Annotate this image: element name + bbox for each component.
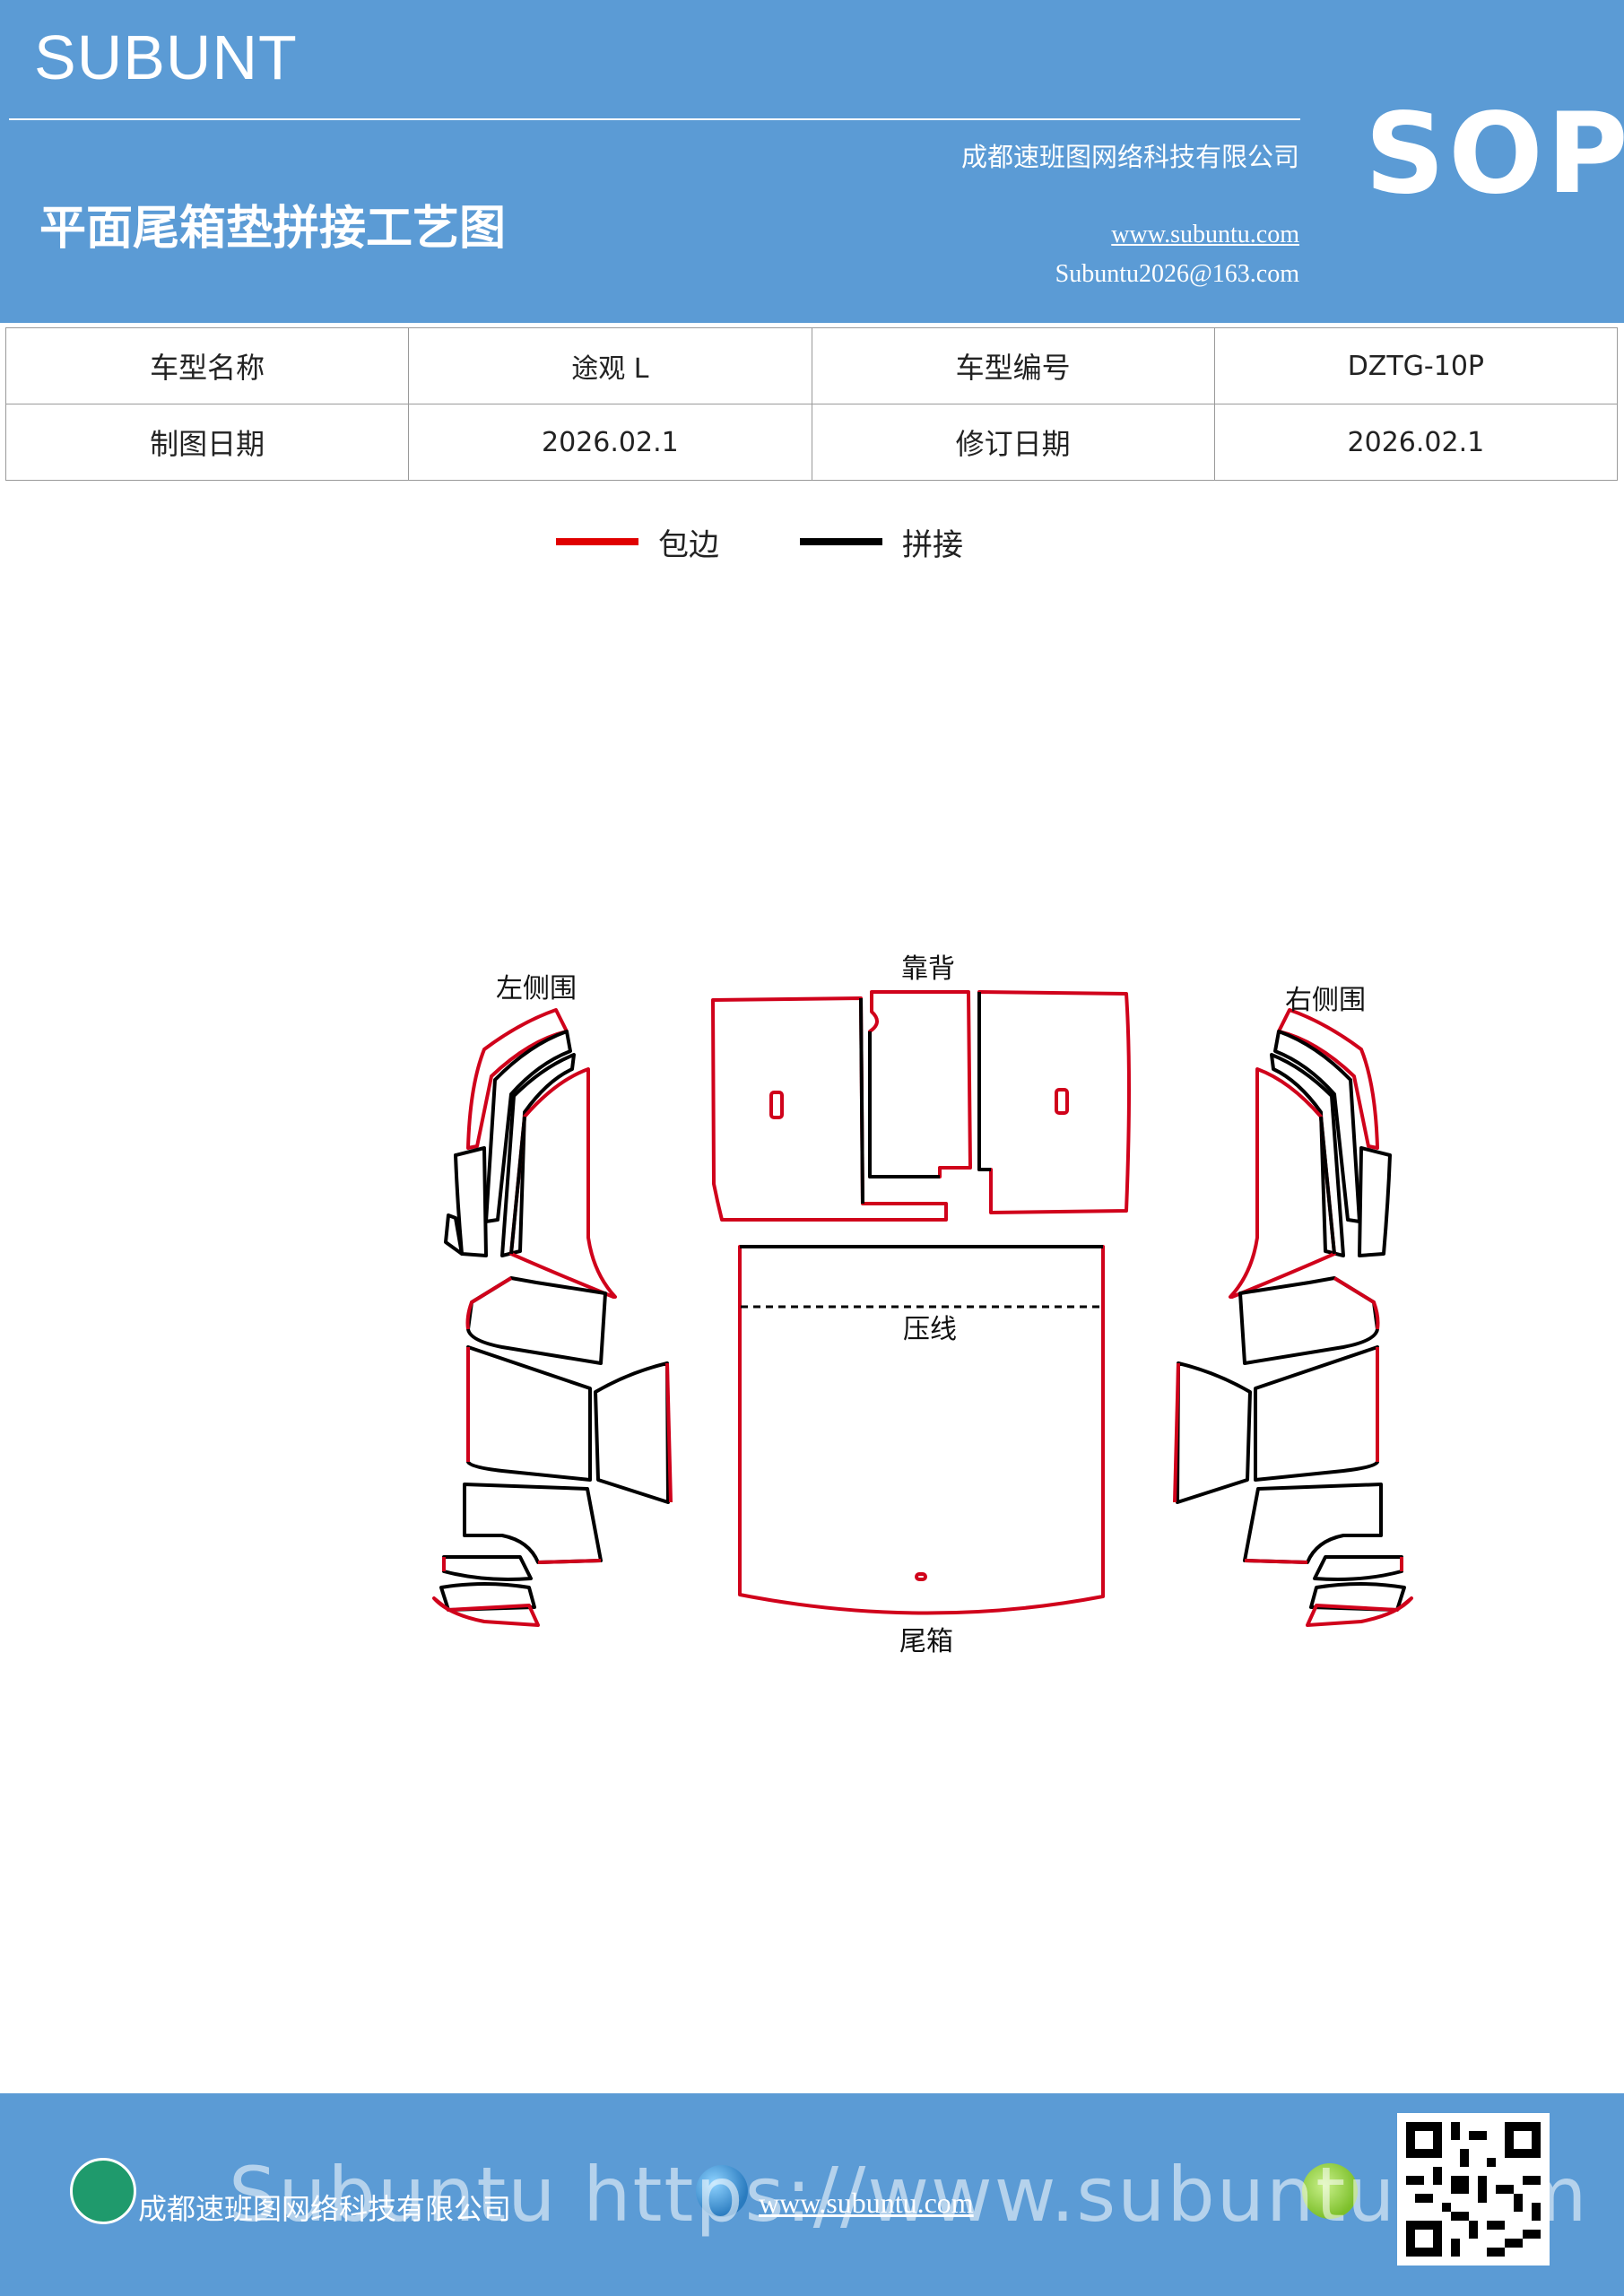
backrest-label: 靠背 [901,953,955,985]
legend: 包边 拼接 [0,527,1624,572]
left-side-piece [454,1146,488,1257]
backrest-left-seam [859,997,864,1205]
legend-swatch-seam [800,538,882,545]
left-side-piece [442,1555,533,1581]
model-name-label: 车型名称 [4,327,410,404]
trunk-center-mark [915,1572,927,1581]
right-side-piece [1270,1053,1345,1257]
left-side-piece [509,1067,617,1299]
left-side-label: 左侧围 [496,973,577,1004]
footer-website-link[interactable]: www.subuntu.com [759,2187,974,2219]
backrest-middle-panel [868,990,972,1178]
legend-label-edge: 包边 [658,527,719,563]
left-side-piece [509,1116,526,1255]
revision-date-label: 修订日期 [811,404,1215,481]
trunk-label: 尾箱 [899,1626,953,1657]
header-banner: SUBUNT 平面尾箱垫拼接工艺图 成都速班图网络科技有限公司 www.subu… [0,0,1624,323]
drawing-date-value: 2026.02.1 [408,404,812,481]
right-side-piece [1176,1361,1252,1504]
right-side-piece [1319,1116,1336,1255]
right-side-piece [1309,1582,1406,1612]
footer-company-name: 成都速班图网络科技有限公司 [138,2192,512,2226]
right-side-piece [1238,1276,1379,1365]
model-name-value: 途观 L [408,327,812,404]
trunk-floor [738,1245,1105,1615]
right-side-piece [1243,1483,1383,1564]
right-side-label: 右侧围 [1285,985,1366,1016]
model-code-value: DZTG-10P [1213,327,1619,404]
legend-swatch-edge [556,538,638,545]
backrest-right-seam [977,992,991,1171]
left-side-piece [432,1596,540,1627]
right-side-piece [1229,1067,1336,1299]
right-side-piece [1277,1008,1379,1150]
qr-code-icon [1397,2113,1550,2266]
backrest-left-slot [769,1091,784,1119]
legend-label-seam: 拼接 [902,527,963,563]
header-divider [9,118,1300,120]
right-side-piece [1254,1345,1379,1482]
left-side-piece [463,1483,603,1564]
globe-icon [696,2165,748,2217]
right-side-piece [1244,1559,1308,1564]
left-side-piece [537,1559,602,1564]
right-side-piece [1313,1555,1403,1581]
left-side-piece [665,1362,673,1503]
right-side-piece [1333,1276,1380,1330]
revision-date-value: 2026.02.1 [1213,404,1619,481]
left-side-piece [466,1345,592,1482]
sop-badge: SOP [1365,90,1624,219]
left-side-piece [466,1008,569,1150]
left-side-piece [439,1582,536,1612]
press-line-label: 压线 [903,1314,957,1345]
building-icon [70,2158,136,2224]
left-side-piece [466,1276,607,1365]
backrest-left-panel [711,996,948,1222]
wechat-icon [1302,2163,1358,2219]
drawing-date-label: 制图日期 [4,404,410,481]
right-side-piece [1358,1146,1392,1257]
backrest-right-slot [1055,1088,1069,1115]
website-link[interactable]: www.subuntu.com [1111,221,1299,248]
watermark-text: Subuntu https://www.subuntu.com [229,2151,1589,2239]
footer-banner: 成都速班图网络科技有限公司 www.subuntu.com Subuntu ht… [0,2093,1624,2296]
brand-logo-text: SUBUNT [34,22,298,92]
backrest-right-panel [977,990,1131,1214]
email-address: Subuntu2026@163.com [1055,260,1299,288]
table-row: 车型名称 途观 L 车型编号 DZTG-10P [4,327,1619,404]
backrest-middle-seam [868,1031,940,1178]
right-side-piece [1173,1362,1180,1503]
left-side-piece [500,1053,576,1257]
left-side-piece [444,1213,464,1256]
right-side-piece [1273,1030,1361,1223]
left-side-piece [484,1030,572,1223]
vehicle-info-table: 车型名称 途观 L 车型编号 DZTG-10P 制图日期 2026.02.1 修… [4,327,1619,481]
qr-code[interactable] [1397,2113,1550,2266]
document-title: 平面尾箱垫拼接工艺图 [39,202,507,256]
table-row: 制图日期 2026.02.1 修订日期 2026.02.1 [4,404,1619,481]
model-code-label: 车型编号 [811,327,1215,404]
right-side-piece [1306,1596,1413,1627]
left-side-piece [465,1276,513,1330]
company-name: 成都速班图网络科技有限公司 [960,142,1299,172]
left-side-piece [594,1361,670,1504]
